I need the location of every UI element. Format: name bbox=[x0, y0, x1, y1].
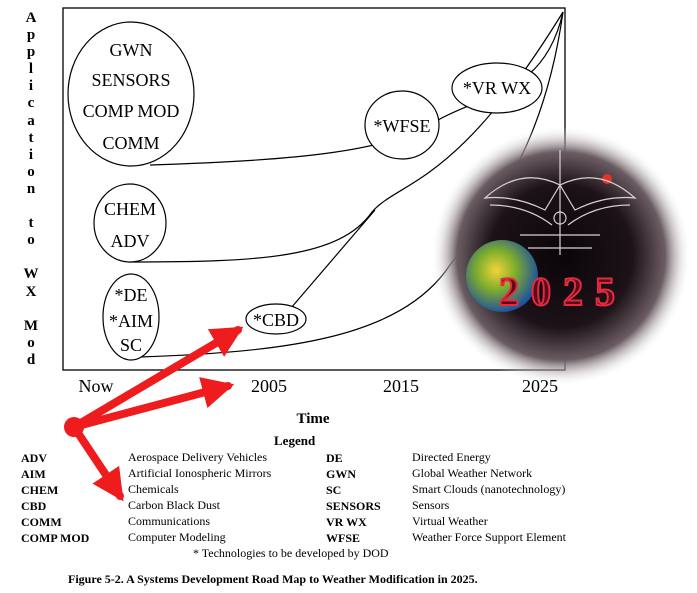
legend-abbr: CHEM bbox=[21, 483, 59, 497]
legend-abbr: DE bbox=[326, 451, 343, 465]
legend-abbr: COMM bbox=[21, 515, 62, 529]
x-tick-2015: 2015 bbox=[383, 376, 419, 396]
legend-definition: Directed Energy bbox=[412, 450, 491, 464]
curve-middle bbox=[129, 11, 564, 263]
bubble-top-line-3: COMP MOD bbox=[83, 101, 180, 121]
legend-definition: Computer Modeling bbox=[128, 530, 226, 544]
y-axis-label-char: M bbox=[23, 317, 39, 334]
y-axis-label-char: c bbox=[27, 95, 35, 112]
y-axis-label-char bbox=[21, 249, 41, 266]
y-axis-label-char: a bbox=[27, 112, 35, 129]
y-axis-label-char: p bbox=[26, 27, 36, 44]
arrow-origin-dot bbox=[64, 417, 84, 437]
logo-text: 2025 bbox=[499, 269, 627, 314]
legend-abbr: GWN bbox=[326, 467, 356, 481]
x-tick-2005: 2005 bbox=[251, 376, 287, 396]
x-axis-title: Time bbox=[296, 411, 329, 427]
bubble-bottom bbox=[102, 273, 160, 361]
globe-icon bbox=[466, 240, 538, 312]
bubble-wfse-label: *WFSE bbox=[373, 116, 430, 136]
legend-definition: Virtual Weather bbox=[412, 514, 488, 528]
bubble-top-line-1: GWN bbox=[110, 40, 153, 60]
bubble-vrwx bbox=[451, 62, 543, 114]
legend-abbr: SENSORS bbox=[326, 499, 381, 513]
figure-caption: Figure 5-2. A Systems Development Road M… bbox=[68, 572, 478, 586]
legend-abbr: CBD bbox=[21, 499, 47, 513]
y-axis-label-char: l bbox=[28, 61, 34, 78]
x-tick-now: Now bbox=[79, 376, 114, 396]
arrow-to-2005 bbox=[70, 377, 235, 431]
bubble-bottom-line-2: *AIM bbox=[109, 311, 153, 331]
bubble-vrwx-label: *VR WX bbox=[463, 78, 531, 98]
bubble-top-line-4: COMM bbox=[102, 133, 159, 153]
legend-definition: Communications bbox=[128, 514, 210, 528]
y-axis-label-char: W bbox=[23, 266, 39, 283]
legend-abbr: VR WX bbox=[326, 515, 367, 529]
y-axis-label-char: t bbox=[28, 129, 34, 146]
legend-definition: Sensors bbox=[412, 498, 450, 512]
y-axis-label-char: o bbox=[27, 232, 35, 249]
bubble-wfse bbox=[364, 90, 440, 160]
bubble-middle bbox=[93, 183, 167, 263]
legend-definition: Carbon Black Dust bbox=[128, 498, 220, 512]
y-axis-label-char bbox=[21, 301, 41, 318]
arrow-to-cbd-legend bbox=[70, 423, 124, 502]
x-tick-2025: 2025 bbox=[522, 376, 558, 396]
legend-definition: Weather Force Support Element bbox=[412, 530, 566, 544]
legend-definition: Global Weather Network bbox=[412, 466, 533, 480]
footnote: * Technologies to be developed by DOD bbox=[193, 546, 389, 560]
legend-abbr: SC bbox=[326, 483, 342, 497]
bubble-top bbox=[67, 21, 195, 167]
y-axis-label-char: t bbox=[28, 215, 34, 232]
y-axis-label-char: n bbox=[26, 180, 36, 197]
y-axis-label-char: o bbox=[27, 334, 35, 351]
bubble-middle-line-1: CHEM bbox=[104, 199, 156, 219]
curve-cbd bbox=[284, 209, 376, 316]
legend-abbr: WFSE bbox=[326, 531, 361, 545]
y-axis-label-char: X bbox=[25, 283, 37, 300]
bubble-cbd-label: *CBD bbox=[253, 310, 299, 330]
bubble-middle-line-2: ADV bbox=[111, 231, 150, 251]
y-axis-label-char bbox=[21, 198, 41, 215]
legend-abbr: ADV bbox=[21, 451, 47, 465]
legend-definition: Aerospace Delivery Vehicles bbox=[128, 450, 268, 464]
legend-title: Legend bbox=[274, 433, 316, 448]
legend-definition: Smart Clouds (nanotechnology) bbox=[412, 482, 566, 496]
legend-definition: Artificial Ionospheric Mirrors bbox=[128, 466, 272, 480]
bubble-cbd bbox=[245, 303, 307, 335]
bubble-bottom-line-1: *DE bbox=[115, 285, 148, 305]
legend-abbr: AIM bbox=[21, 467, 46, 481]
arrow-to-cbd bbox=[70, 326, 244, 431]
logo-2025: 2025 bbox=[431, 126, 691, 386]
legend-abbr: COMP MOD bbox=[21, 531, 90, 545]
eagle-wings-icon bbox=[483, 150, 637, 255]
y-axis-label-char: A bbox=[25, 10, 37, 26]
y-axis-label-char: o bbox=[27, 163, 35, 180]
y-axis-label-char: d bbox=[26, 351, 36, 368]
legend-definition: Chemicals bbox=[128, 482, 179, 496]
y-axis-label-char: i bbox=[28, 146, 34, 163]
y-axis-label-char: i bbox=[28, 78, 34, 95]
bubble-bottom-line-3: SC bbox=[120, 335, 142, 355]
y-axis-label-char: p bbox=[26, 44, 36, 61]
bubble-top-line-2: SENSORS bbox=[91, 70, 170, 90]
red-arrows bbox=[70, 326, 244, 502]
